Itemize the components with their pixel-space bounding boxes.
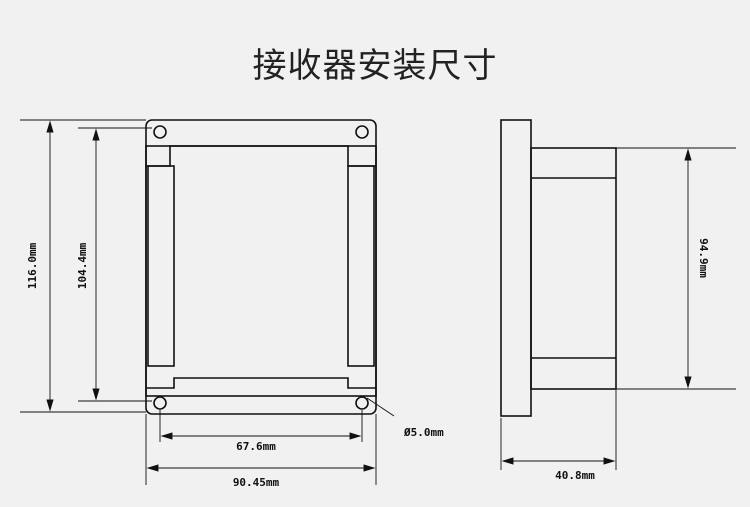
front-left-strip <box>147 165 175 367</box>
mount-hole-bottom-right <box>355 396 369 410</box>
page-title: 接收器安装尺寸 <box>252 46 498 86</box>
label-height-outer: 116.0mm <box>26 242 39 289</box>
mount-hole-bottom-left <box>153 396 167 410</box>
label-hole-diameter: Ø5.0mm <box>403 426 444 439</box>
label-hole-spacing: 67.6mm <box>236 440 276 453</box>
label-width-outer: 90.45mm <box>233 476 280 489</box>
side-body <box>530 147 617 390</box>
mount-hole-top-right <box>355 125 369 139</box>
front-top-notch <box>146 145 376 167</box>
mount-hole-top-left <box>153 125 167 139</box>
front-bottom-notch <box>146 377 376 389</box>
front-inner-panel <box>145 145 377 397</box>
side-flange <box>500 119 532 417</box>
label-height-inner: 104.4mm <box>76 242 89 289</box>
label-side-height: 94.9mm <box>697 238 710 278</box>
label-depth: 40.8mm <box>555 469 595 482</box>
front-right-strip <box>347 165 375 367</box>
front-housing <box>145 119 377 415</box>
